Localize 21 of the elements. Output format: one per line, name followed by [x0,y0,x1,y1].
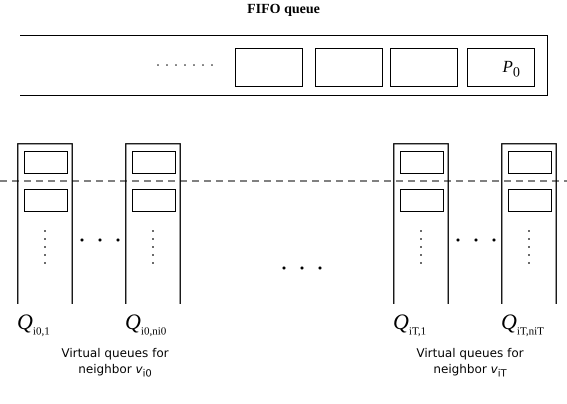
queue-label: Q$_{iT,niT}$ [501,309,544,338]
empty-slot [508,151,552,174]
fifo-queue-bar [20,35,548,96]
diagram-title: FIFO queue [246,2,321,18]
queue-label: Q$_{iT,1}$ [393,309,426,338]
caption-text: Virtual queues for neighbor v$_{iT}$ [415,345,525,382]
empty-slot [508,189,552,212]
empty-slot [400,151,444,174]
empty-slot [315,48,383,87]
queue-label: Q$_{i0,ni0}$ [125,309,166,338]
empty-slot [132,189,176,212]
empty-slot [400,189,444,212]
packet-slot [467,48,535,87]
caption-text: Virtual queues for neighbor v$_{i0}$ [60,345,170,382]
empty-slot [235,48,303,87]
empty-slot [24,189,68,212]
empty-slot [390,48,458,87]
empty-slot [132,151,176,174]
packet-label: P$_{0}$ [502,57,520,82]
empty-slot [24,151,68,174]
queue-label: Q$_{i0,1}$ [17,309,50,338]
